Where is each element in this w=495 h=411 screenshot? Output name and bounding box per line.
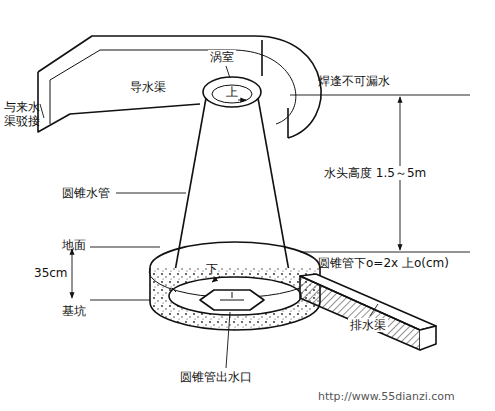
- dimension-note: 圆锥管下o=2x 上o(cm): [318, 256, 449, 270]
- outlet-level-line: [300, 252, 470, 253]
- cone-inlet: [212, 85, 252, 103]
- leader-line: [40, 104, 44, 118]
- weld-line: [290, 95, 470, 96]
- part-name: 排水渠: [348, 318, 388, 332]
- chamber-opening: [203, 77, 261, 107]
- cone-left-low: [172, 288, 176, 292]
- note-text: 焊逢不可漏水: [318, 74, 390, 88]
- flow-arrow: [212, 276, 220, 282]
- channel-top-rim: [38, 36, 321, 138]
- part-name: 圆锥水管: [62, 186, 110, 200]
- pit-line: [90, 300, 150, 301]
- channel-floor-edge: [50, 80, 51, 124]
- cone-right-edge: [258, 98, 292, 288]
- part-name: 涡室: [208, 50, 236, 64]
- part-name: 导水渠: [128, 80, 168, 94]
- chamber-outer-wall: [262, 40, 288, 138]
- channel-front-wall: [38, 72, 200, 132]
- direction-mark: 下: [206, 262, 218, 276]
- leader-line: [370, 304, 378, 316]
- part-name: 基坑: [62, 304, 86, 318]
- inlet-note: 与来水渠驳接: [4, 100, 42, 129]
- flow-arrow: [238, 100, 246, 101]
- depth-arrow: [72, 249, 73, 298]
- cone-outlet-bar: [220, 292, 244, 300]
- cone-outlet: [200, 290, 264, 310]
- watermark: http://www.55dianzi.com: [318, 390, 455, 403]
- pit-rim: [150, 242, 320, 268]
- pit-floor: [169, 277, 301, 315]
- part-name: 地面: [62, 238, 86, 252]
- dimension-label: 水头高度 1.5～5m: [322, 166, 428, 180]
- leader-line: [226, 312, 230, 368]
- drain-channel-end: [420, 326, 436, 350]
- leader-line: [116, 193, 186, 194]
- leader-line: [226, 66, 230, 78]
- pit-gravel: [150, 268, 320, 330]
- dimension-label: 35cm: [32, 266, 70, 280]
- drain-channel-side: [300, 276, 420, 350]
- ground-line: [90, 247, 160, 248]
- direction-mark: 上: [226, 85, 238, 99]
- part-name: 圆锥管出水口: [180, 370, 252, 384]
